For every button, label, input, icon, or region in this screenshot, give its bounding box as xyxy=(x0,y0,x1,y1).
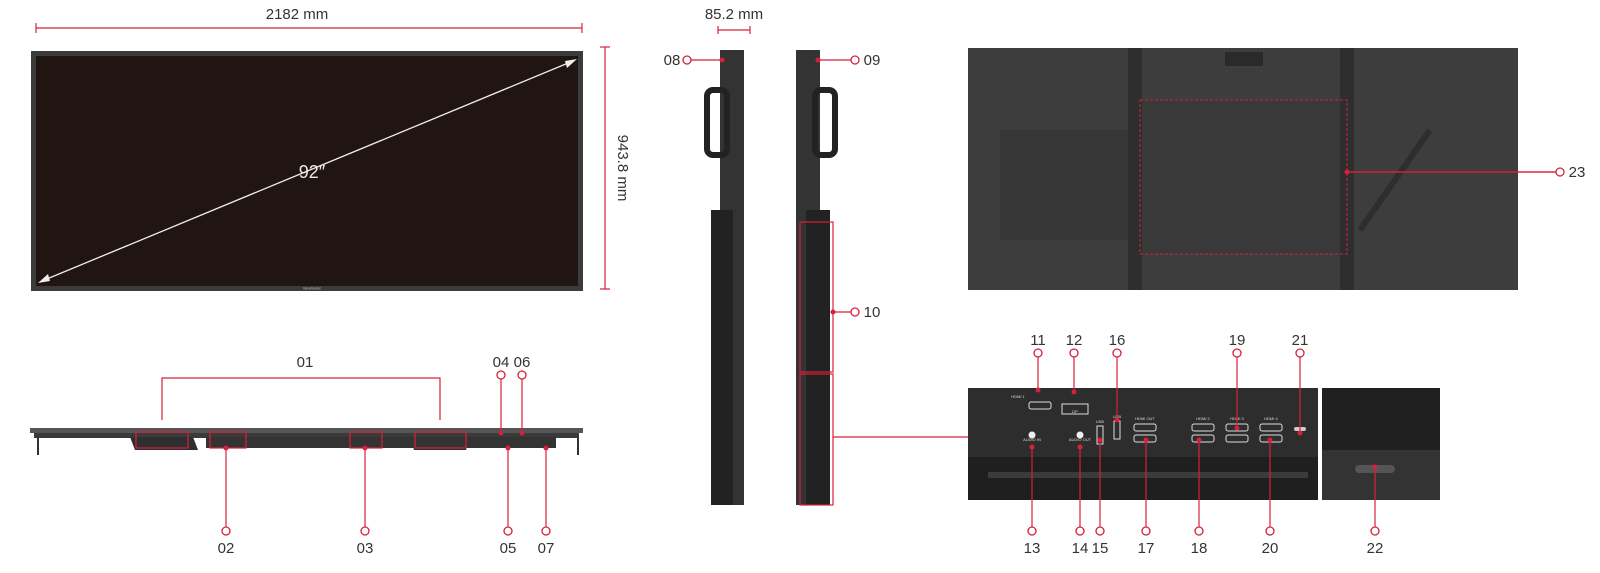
callout-label-21: 21 xyxy=(1292,332,1309,349)
callout-marker xyxy=(496,370,506,380)
callout-label-03: 03 xyxy=(357,540,374,557)
audio-jack-icon xyxy=(1028,431,1036,439)
port-label-hdmi4: HDMI 4 xyxy=(1264,416,1278,421)
callout-marker xyxy=(541,526,551,536)
callout-label-01: 01 xyxy=(297,354,314,371)
height-label: 943.8 mm xyxy=(614,135,631,202)
port-label-audio-in: AUDIO IN xyxy=(1023,437,1041,442)
callout-marker xyxy=(850,307,860,317)
hdmi-port-icon xyxy=(1133,423,1157,432)
callout-marker xyxy=(1033,348,1043,358)
callout-label-07: 07 xyxy=(538,540,555,557)
hdmi-port-icon xyxy=(1191,434,1215,443)
callout-marker xyxy=(1027,526,1037,536)
callout-label-20: 20 xyxy=(1262,540,1279,557)
callout-label-17: 17 xyxy=(1138,540,1155,557)
left-handle xyxy=(704,87,730,158)
diagonal-label: 92″ xyxy=(299,162,326,182)
callout-marker xyxy=(850,55,860,65)
callout-label-06: 06 xyxy=(514,354,531,371)
callout-label-12: 12 xyxy=(1066,332,1083,349)
depth-label: 85.2 mm xyxy=(705,6,763,23)
bottom-view xyxy=(30,377,583,455)
callout-label-04: 04 xyxy=(493,354,510,371)
port-label-dp: DP xyxy=(1072,409,1078,414)
callout-marker xyxy=(1141,526,1151,536)
displayport-icon xyxy=(1061,403,1089,415)
callout-label-10: 10 xyxy=(864,304,881,321)
callout-marker xyxy=(1295,348,1305,358)
callout-label-02: 02 xyxy=(218,540,235,557)
hdmi-port-icon xyxy=(1028,401,1052,410)
callout-label-16: 16 xyxy=(1109,332,1126,349)
callout-marker xyxy=(1095,526,1105,536)
callout-marker xyxy=(1194,526,1204,536)
callout-marker xyxy=(503,526,513,536)
port-label-audio-out: AUDIO OUT xyxy=(1069,437,1092,442)
right-handle xyxy=(812,87,838,158)
hdmi-port-icon xyxy=(1259,423,1283,432)
callout-label-15: 15 xyxy=(1092,540,1109,557)
callout-marker xyxy=(1555,167,1565,177)
callout-label-11: 11 xyxy=(1030,332,1046,349)
port-label-hdmi-out: HDMI OUT xyxy=(1135,416,1155,421)
side-views: 85.2 mm xyxy=(704,6,970,506)
callout-marker xyxy=(360,526,370,536)
back-view xyxy=(968,48,1556,290)
callout-marker xyxy=(1069,348,1079,358)
callout-marker xyxy=(1112,348,1122,358)
callout-label-09: 09 xyxy=(864,52,881,69)
port-label-usb: USB xyxy=(1096,419,1105,424)
port-label-hdmi2: HDMI 2 xyxy=(1196,416,1210,421)
callout-label-22: 22 xyxy=(1367,540,1384,557)
callout-label-14: 14 xyxy=(1072,540,1089,557)
callout-marker xyxy=(1265,526,1275,536)
front-view: 2182 mm 92″ ViewSonic 943.8 mm xyxy=(31,6,631,291)
callout-label-23: 23 xyxy=(1569,164,1586,181)
callout-marker xyxy=(1232,348,1242,358)
callout-marker xyxy=(682,55,692,65)
hdmi-port-icon xyxy=(1191,423,1215,432)
callout-label-19: 19 xyxy=(1229,332,1246,349)
hdmi-port-icon xyxy=(1225,434,1249,443)
callout-marker xyxy=(1075,526,1085,536)
callout-marker xyxy=(221,526,231,536)
callout-label-18: 18 xyxy=(1191,540,1208,557)
callout-label-13: 13 xyxy=(1024,540,1041,557)
callout-marker xyxy=(1370,526,1380,536)
callout-label-05: 05 xyxy=(500,540,517,557)
callout-label-08: 08 xyxy=(664,52,681,69)
brand-logo: ViewSonic xyxy=(303,286,322,291)
audio-jack-icon xyxy=(1076,431,1084,439)
callout-marker xyxy=(517,370,527,380)
diagonal-arrow xyxy=(41,60,574,282)
width-label: 2182 mm xyxy=(266,6,329,23)
port-label-hdmi1: HDMI 1 xyxy=(1011,394,1025,399)
